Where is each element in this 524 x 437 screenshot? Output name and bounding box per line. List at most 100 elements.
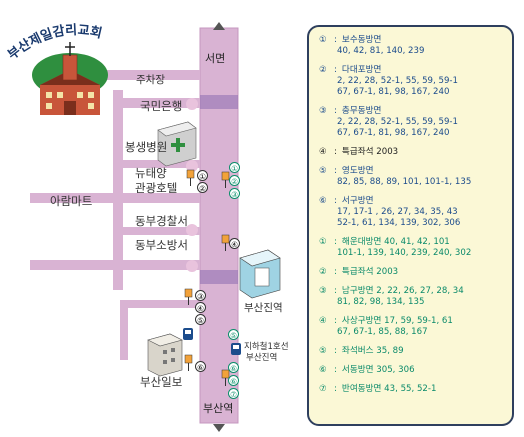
route-title: 영도방면 xyxy=(341,166,374,176)
subway-label-1: 지하철1호선 xyxy=(244,342,289,352)
route-separator: : xyxy=(334,237,337,247)
route-separator: : xyxy=(334,286,337,296)
road-church xyxy=(100,70,200,80)
route-separator: : xyxy=(334,346,337,356)
main-road xyxy=(199,27,239,424)
route-title: 사상구방면 17, 59, 59-1, 61 xyxy=(341,316,453,326)
station-south: 부산역 xyxy=(202,400,235,416)
south-arrow-icon xyxy=(213,424,225,432)
stop-number: ⑦ xyxy=(228,388,239,399)
route-number: ③ xyxy=(319,106,327,116)
route-title: 남구방면 2, 22, 26, 27, 28, 34 xyxy=(341,286,464,296)
station-north: 서면 xyxy=(203,50,228,66)
route-separator: : xyxy=(334,384,337,394)
route-bus-numbers: 67, 67-1, 85, 88, 167 xyxy=(337,327,428,337)
route-title: 다대포방면 xyxy=(341,65,382,75)
route-separator: : xyxy=(334,106,337,116)
route-number: ⑥ xyxy=(319,365,327,375)
route-separator: : xyxy=(334,316,337,326)
fire-label: 동부소방서 xyxy=(135,238,188,252)
route-title: 충무동방면 xyxy=(341,106,382,116)
hotel-label-1: 뉴태양 xyxy=(135,166,167,180)
church-icon xyxy=(40,42,100,115)
route-number: ① xyxy=(319,35,327,45)
route-number: ② xyxy=(319,65,327,75)
route-bus-numbers: 2, 22, 28, 52-1, 55, 59, 59-1 67, 67-1, … xyxy=(337,76,458,97)
route-item: ⑥: 서동방면 305, 306 xyxy=(319,365,504,376)
route-number: ⑤ xyxy=(319,166,327,176)
police-label: 동부경찰서 xyxy=(135,214,188,228)
road-mart xyxy=(30,193,200,203)
stop-number: ⑥ xyxy=(228,362,239,373)
route-separator: : xyxy=(334,65,337,75)
hospital-marker xyxy=(186,160,198,172)
route-title: 특급좌석 2003 xyxy=(341,147,399,157)
route-bus-numbers: 17, 17-1 , 26, 27, 34, 35, 43 52-1, 61, … xyxy=(337,207,461,228)
route-title: 반여동방면 43, 55, 52-1 xyxy=(341,384,437,394)
stop-number: ② xyxy=(197,182,208,193)
hospital-icon xyxy=(157,121,197,167)
stop-number: ④ xyxy=(195,302,206,313)
stop-number: ⑥ xyxy=(195,361,206,372)
route-item: ④: 특급좌석 2003 xyxy=(319,147,504,158)
route-number: ① xyxy=(319,237,327,247)
police-marker xyxy=(186,224,198,236)
stop-number: ① xyxy=(229,162,240,173)
route-separator: : xyxy=(334,35,337,45)
mart-label: 아람마트 xyxy=(50,194,93,208)
route-bus-numbers: 101-1, 139, 140, 239, 240, 302 xyxy=(337,248,472,258)
route-title: 보수동방면 xyxy=(341,35,382,45)
route-title: 좌석버스 35, 89 xyxy=(341,346,404,356)
route-separator: : xyxy=(334,147,337,157)
road-hospital xyxy=(113,160,200,168)
overpass-2 xyxy=(200,270,238,284)
busanjin-station-icon xyxy=(239,249,281,299)
stop-number: ③ xyxy=(195,290,206,301)
route-number: ⑦ xyxy=(319,384,327,394)
road-lower xyxy=(120,300,200,308)
subway-label-2: 부산진역 xyxy=(246,353,278,363)
bank-label: 국민은행 xyxy=(140,99,183,113)
route-number: ⑤ xyxy=(319,346,327,356)
north-arrow-icon xyxy=(213,22,225,30)
bank-marker xyxy=(186,98,198,110)
route-separator: : xyxy=(334,196,337,206)
stop-number: ⑥ xyxy=(228,375,239,386)
route-bus-numbers: 40, 42, 81, 140, 239 xyxy=(337,46,425,56)
road-fire xyxy=(30,260,200,270)
route-bus-numbers: 82, 85, 88, 89, 101, 101-1, 135 xyxy=(337,177,472,187)
stop-number: ⑤ xyxy=(228,329,239,340)
route-title: 서동방면 305, 306 xyxy=(341,365,415,375)
route-number: ④ xyxy=(319,147,327,157)
stop-number: ② xyxy=(229,175,240,186)
hospital-label: 봉생병원 xyxy=(125,140,168,154)
route-bus-numbers: 81, 82, 98, 134, 135 xyxy=(337,297,425,307)
route-item: ⑤: 좌석버스 35, 89 xyxy=(319,346,504,357)
stop-number: ④ xyxy=(229,238,240,249)
route-bus-numbers: 2, 22, 28, 52-1, 55, 59, 59-1 67, 67-1, … xyxy=(337,117,458,138)
route-title: 서구방면 xyxy=(341,196,374,206)
stop-number: ① xyxy=(197,170,208,181)
left-road xyxy=(113,90,123,290)
route-separator: : xyxy=(334,365,337,375)
route-separator: : xyxy=(334,166,337,176)
stop-number: ③ xyxy=(229,188,240,199)
route-number: ② xyxy=(319,267,327,277)
route-item: ⑦: 반여동방면 43, 55, 52-1 xyxy=(319,384,504,395)
route-number: ③ xyxy=(319,286,327,296)
road-network: 부산제일감리교회 xyxy=(5,22,281,432)
route-separator: : xyxy=(334,267,337,277)
route-title: 해운대방면 40, 41, 42, 101 xyxy=(341,237,450,247)
route-number: ⑥ xyxy=(319,196,327,206)
fire-marker xyxy=(186,260,198,272)
